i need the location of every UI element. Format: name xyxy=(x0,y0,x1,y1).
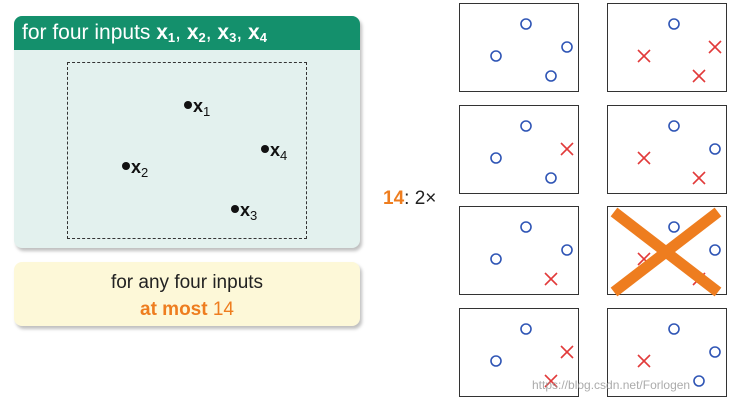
circle-mark xyxy=(668,120,680,132)
circle-mark xyxy=(520,120,532,132)
circle-mark xyxy=(709,143,721,155)
circle-mark xyxy=(490,152,502,164)
cross-mark xyxy=(560,142,574,156)
point-dot xyxy=(231,205,239,213)
circle-mark xyxy=(520,221,532,233)
circle-mark xyxy=(520,18,532,30)
header-prefix: for four inputs xyxy=(22,21,157,44)
point-x2: x2 xyxy=(122,157,148,180)
cross-mark xyxy=(560,345,574,359)
panel-4 xyxy=(607,105,727,194)
panel-8 xyxy=(607,308,727,397)
circle-mark xyxy=(545,70,557,82)
summary-note: for any four inputs at most 14 xyxy=(14,262,360,326)
point-dot xyxy=(122,162,130,170)
dichotomy-count: 14: 2× xyxy=(383,188,437,209)
note-line-2: at most 14 xyxy=(140,299,234,320)
header-var-4: x4 xyxy=(248,21,267,45)
point-x1: x1 xyxy=(184,96,210,119)
input-space-box xyxy=(67,62,307,239)
circle-mark xyxy=(709,346,721,358)
circle-mark xyxy=(561,244,573,256)
header-var-3: x3 xyxy=(217,21,237,45)
cross-mark xyxy=(544,374,558,388)
crossed-out-mark xyxy=(610,207,722,297)
card-header: for four inputs x1, x2, x3, x4 xyxy=(14,16,360,50)
point-x4: x4 xyxy=(261,140,287,163)
circle-mark xyxy=(520,323,532,335)
circle-mark xyxy=(490,253,502,265)
circle-mark xyxy=(545,172,557,184)
panel-7 xyxy=(459,308,579,397)
panel-5 xyxy=(459,206,579,295)
circle-mark xyxy=(668,18,680,30)
cross-mark xyxy=(692,69,706,83)
circle-mark xyxy=(668,221,680,233)
cross-mark xyxy=(692,171,706,185)
circle-mark xyxy=(561,41,573,53)
point-x3: x3 xyxy=(231,200,257,223)
point-dot xyxy=(261,145,269,153)
cross-mark xyxy=(637,49,651,63)
watermark: https://blog.csdn.net/Forlogen xyxy=(532,378,691,392)
cross-mark xyxy=(637,151,651,165)
panel-3 xyxy=(459,105,579,194)
circle-mark xyxy=(668,323,680,335)
cross-mark xyxy=(637,354,651,368)
cross-mark xyxy=(544,272,558,286)
point-dot xyxy=(184,101,192,109)
panel-2 xyxy=(607,3,727,92)
header-var-2: x2 xyxy=(186,21,206,45)
circle-mark xyxy=(693,375,705,387)
note-line-1: for any four inputs xyxy=(110,272,264,293)
input-card: for four inputs x1, x2, x3, x4 x1 x2 x3 … xyxy=(14,16,360,248)
panel-1 xyxy=(459,3,579,92)
cross-mark xyxy=(708,40,722,54)
circle-mark xyxy=(490,355,502,367)
header-var-1: x1 xyxy=(156,21,176,45)
circle-mark xyxy=(490,50,502,62)
circle-mark xyxy=(709,244,721,256)
